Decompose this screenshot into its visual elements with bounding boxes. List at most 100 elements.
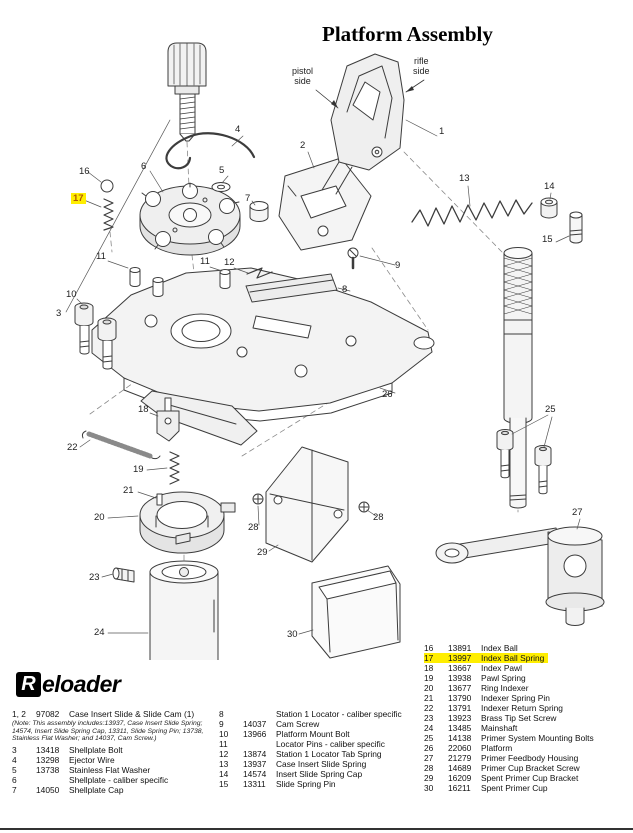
parts-row: 17 13997 Index Ball Spring — [424, 653, 549, 663]
parts-rows: 3 13418 Shellplate Bolt 4 13298 Ejector … — [12, 745, 220, 795]
part-description: Primer Cup Bracket Screw — [481, 763, 580, 773]
part-description: Indexer Return Spring — [481, 703, 563, 713]
parts-row: 12 13874 Station 1 Locator Tab Spring — [219, 749, 386, 759]
index-ball-drawing — [100, 179, 114, 193]
part-callout: 4 — [235, 124, 241, 135]
part-callout: 15 — [542, 234, 553, 245]
parts-row: 19 13938 Pawl Spring — [424, 673, 530, 683]
part-callout: 19 — [133, 464, 144, 475]
part-callout: 14 — [544, 181, 555, 192]
part-description: Ring Indexer — [481, 683, 529, 693]
part-number: 13791 — [448, 703, 472, 713]
part-description: Shellplate - caliber specific — [69, 774, 169, 785]
part-ref: 4 — [12, 754, 17, 765]
part-description: Ejector Wire — [69, 754, 115, 765]
part-callout: 17 — [71, 193, 86, 204]
part-description: Shellplate Bolt — [69, 744, 123, 755]
slide-cam-drawing — [321, 53, 405, 195]
part-callout: 7 — [245, 193, 251, 204]
parts-row: 24 13485 Mainshaft — [424, 723, 521, 733]
case-insert-slide-drawing — [278, 157, 372, 251]
parts-row: 26 22060 Platform — [424, 743, 516, 753]
part-number: 14138 — [448, 733, 472, 743]
locator-pins-drawing — [129, 267, 231, 297]
part-ref: 28 — [424, 763, 434, 773]
parts-row: 20 13677 Ring Indexer — [424, 683, 533, 693]
part-description: Platform — [481, 743, 513, 753]
parts-rows: 16 13891 Index Ball 17 13997 Index Ball … — [424, 643, 630, 793]
page-bottom-rule — [0, 828, 633, 830]
mainshaft-drawing — [149, 560, 219, 660]
part-ref: 20 — [424, 683, 434, 693]
logo-r-mark: R — [16, 672, 41, 697]
part-description: Case Insert Slide & Slide Cam (1) — [69, 709, 195, 719]
part-ref: 7 — [12, 784, 17, 795]
side-label: pistol side — [292, 66, 314, 86]
set-screw-drawing — [112, 567, 135, 583]
part-callout: 6 — [141, 161, 147, 172]
spent-primer-cup-bracket-drawing — [265, 446, 349, 563]
mainshaft-upper-drawing — [503, 247, 533, 509]
part-number: 13891 — [448, 643, 472, 653]
parts-row: 3 13418 Shellplate Bolt — [12, 745, 127, 755]
part-description: Case Insert Slide Spring — [276, 759, 367, 769]
assembly-note: (Note: This assembly includes:13937, Cas… — [12, 720, 204, 742]
part-callout: 27 — [572, 507, 583, 518]
parts-row: 29 16209 Spent Primer Cup Bracket — [424, 773, 582, 783]
part-description: Index Pawl — [481, 663, 522, 673]
side-label-arrows — [315, 79, 425, 109]
brand-logo: R eloader — [16, 671, 121, 698]
part-ref: 25 — [424, 733, 434, 743]
part-number: 22060 — [448, 743, 472, 753]
part-callout: 24 — [94, 627, 105, 638]
part-description: Index Ball — [481, 643, 518, 653]
part-callout: 2 — [300, 140, 306, 151]
parts-row: 22 13791 Indexer Return Spring — [424, 703, 567, 713]
parts-row: 28 14689 Primer Cup Bracket Screw — [424, 763, 584, 773]
parts-list-right-column: 16 13891 Index Ball 17 13997 Index Ball … — [424, 643, 630, 793]
part-callout: 1 — [439, 126, 445, 137]
part-ref: 18 — [424, 663, 434, 673]
part-callout: 25 — [545, 404, 556, 415]
part-description: Insert Slide Spring Cap — [276, 769, 363, 779]
pawl-spring-drawing — [169, 451, 180, 485]
page-title: Platform Assembly — [322, 22, 493, 46]
parts-row: 30 16211 Spent Primer Cup — [424, 783, 552, 793]
parts-row: 23 13923 Brass Tip Set Screw — [424, 713, 560, 723]
part-number: 13997 — [448, 653, 472, 663]
locator-tab-spring-drawing — [246, 267, 273, 279]
part-callout: 23 — [89, 572, 100, 583]
part-callout: 11 — [200, 256, 210, 267]
bracket-screws-drawing — [252, 493, 370, 513]
ring-indexer-drawing — [139, 491, 236, 554]
parts-row: 16 13891 Index Ball — [424, 643, 522, 653]
parts-row: 11 Locator Pins - caliber specific — [219, 739, 389, 749]
part-ref: 21 — [424, 693, 434, 703]
part-callout: 12 — [224, 257, 235, 268]
part-description: Shellplate Cap — [69, 784, 124, 795]
part-number: 13790 — [448, 693, 472, 703]
part-number: 97082 — [36, 709, 60, 719]
part-ref: 16 — [424, 643, 434, 653]
part-number: 14574 — [243, 769, 267, 779]
part-number: 13677 — [448, 683, 472, 693]
part-callout: 28 — [373, 512, 384, 523]
parts-row: 1, 2 97082 Case Insert Slide & Slide Cam… — [12, 709, 198, 719]
part-ref: 23 — [424, 713, 434, 723]
part-number: 13738 — [36, 764, 60, 775]
part-number: 13923 — [448, 713, 472, 723]
parts-row: 14 14574 Insert Slide Spring Cap — [219, 769, 366, 779]
case-insert-slide-spring-drawing — [411, 199, 533, 227]
cam-screw-drawing — [347, 247, 359, 270]
part-ref: 15 — [219, 779, 229, 789]
parts-row: 21 13790 Indexer Spring Pin — [424, 693, 554, 703]
part-description: Slide Spring Pin — [276, 779, 336, 789]
shellplate-bolt-drawing — [167, 42, 207, 142]
part-number: 14689 — [448, 763, 472, 773]
part-ref: 10 — [219, 729, 229, 739]
parts-row: 4 13298 Ejector Wire — [12, 755, 119, 765]
part-number: 14037 — [243, 719, 267, 729]
part-callout: 10 — [66, 289, 77, 300]
parts-rows-top: 1, 2 97082 Case Insert Slide & Slide Cam… — [12, 709, 220, 719]
shellplate-cap-drawing — [249, 201, 269, 222]
